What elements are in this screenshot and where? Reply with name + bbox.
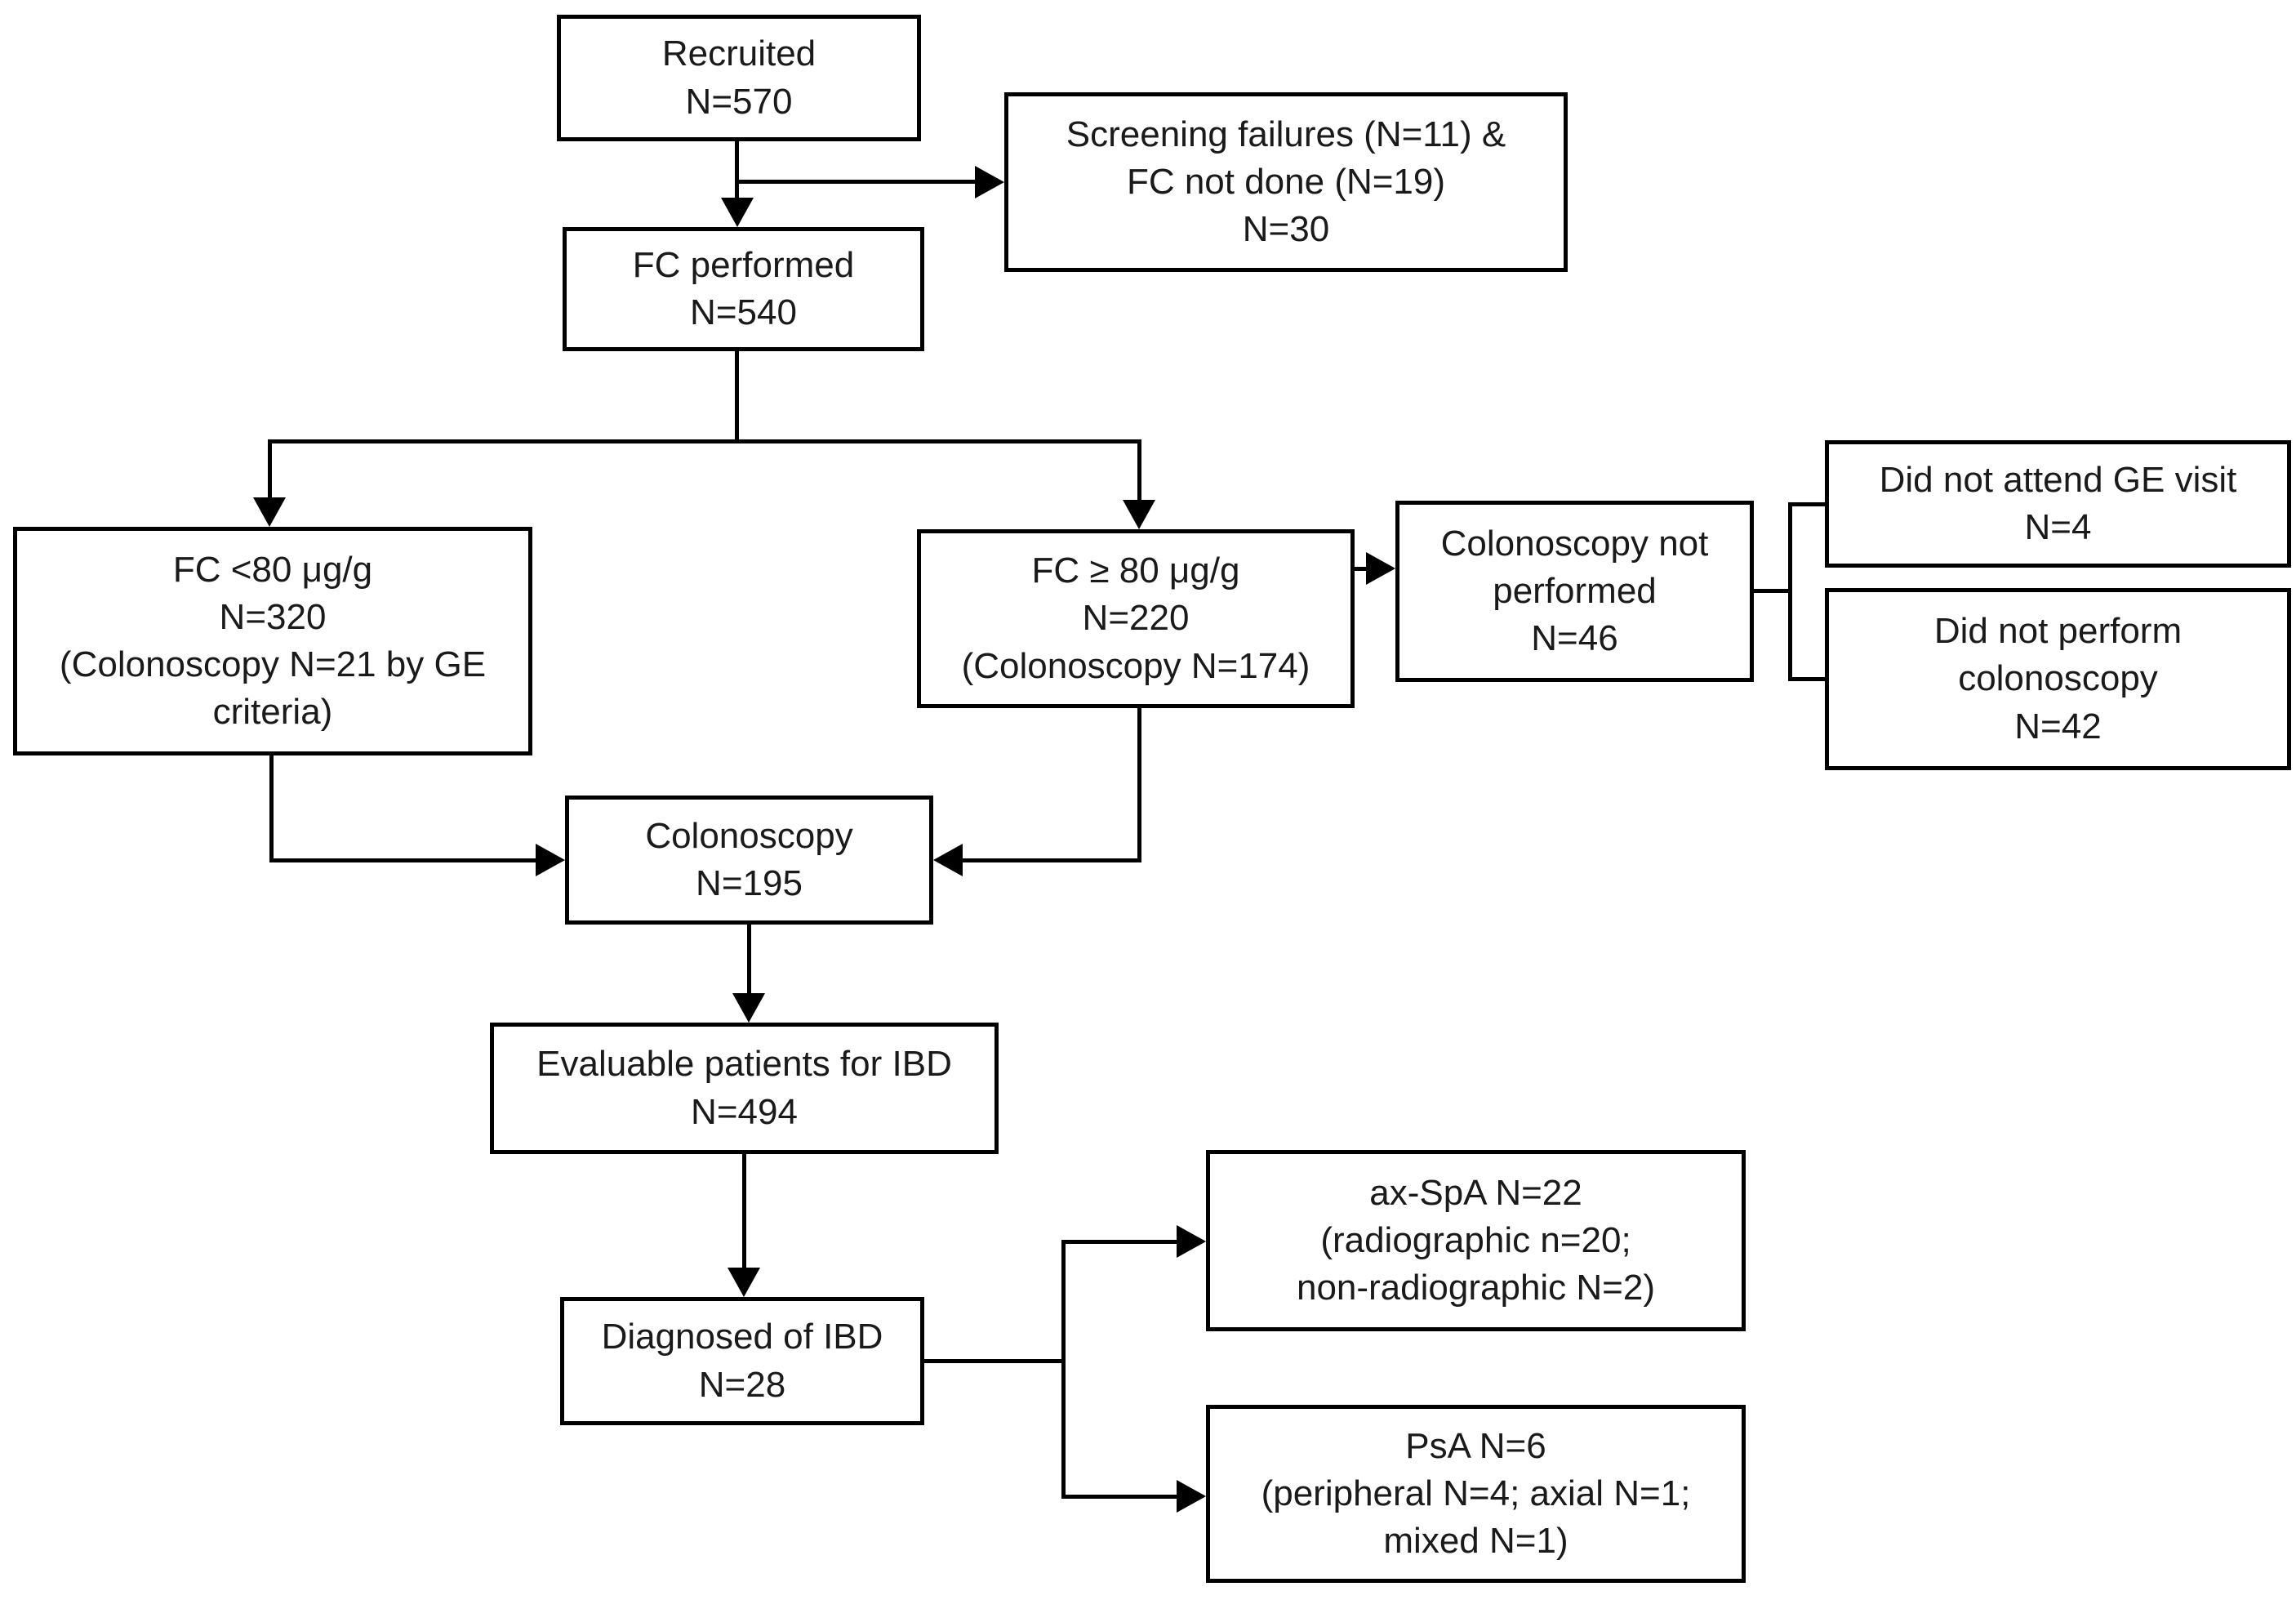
connector-fc-high-to-colonoscopy-not-performed — [1355, 567, 1369, 571]
connector-split-to-fc-low — [268, 439, 272, 501]
connector-bracket-to-no-colonoscopy — [1788, 677, 1825, 681]
arrowhead-into-screening-failures — [975, 166, 1004, 198]
node-fc-80-or-above: FC ≥ 80 μg/g N=220 (Colonoscopy N=174) — [917, 529, 1355, 708]
node-diagnosed-ibd: Diagnosed of IBD N=28 — [560, 1297, 924, 1425]
connector-evaluable-to-diagnosed — [742, 1154, 746, 1268]
node-did-not-perform-colonoscopy: Did not perform colonoscopy N=42 — [1825, 588, 2291, 770]
node-fc-performed: FC performed N=540 — [563, 227, 924, 351]
arrowhead-into-fc-performed — [721, 198, 754, 227]
connector-to-screening-failures — [737, 180, 975, 184]
node-fc-below-80: FC <80 μg/g N=320 (Colonoscopy N=21 by G… — [13, 527, 532, 755]
arrowhead-into-colonoscopy-right — [933, 844, 963, 876]
node-screening-failures: Screening failures (N=11) & FC not done … — [1004, 92, 1568, 272]
arrowhead-into-diagnosed — [728, 1268, 760, 1297]
connector-fc-performed-down — [735, 351, 739, 443]
connector-bracket-to-ax-spa — [1061, 1240, 1177, 1244]
connector-colonoscopy-to-evaluable — [747, 925, 751, 993]
bracket-spine-reasons — [1788, 502, 1792, 681]
connector-colonot-to-bracket — [1754, 589, 1791, 593]
arrowhead-into-colonoscopy-not-performed — [1366, 552, 1395, 585]
node-evaluable-patients-ibd: Evaluable patients for IBD N=494 — [490, 1023, 999, 1154]
connector-bracket-to-psa — [1061, 1495, 1177, 1499]
arrowhead-into-fc-low — [253, 497, 286, 527]
bracket-spine-diagnosis — [1061, 1240, 1066, 1499]
connector-fc-low-down — [269, 755, 274, 862]
arrowhead-into-psa — [1177, 1480, 1206, 1513]
arrowhead-into-colonoscopy-left — [536, 844, 565, 876]
connector-recruited-to-fc-performed — [735, 141, 739, 201]
connector-fc-high-to-colonoscopy — [963, 858, 1141, 862]
node-colonoscopy-not-performed: Colonoscopy not performed N=46 — [1395, 501, 1754, 682]
node-recruited: Recruited N=570 — [557, 15, 921, 141]
node-ax-spa: ax-SpA N=22 (radiographic n=20; non-radi… — [1206, 1150, 1746, 1331]
node-colonoscopy: Colonoscopy N=195 — [565, 796, 933, 925]
arrowhead-into-evaluable — [732, 993, 765, 1023]
arrowhead-into-fc-high — [1123, 500, 1155, 529]
connector-split-to-fc-high — [1137, 439, 1141, 503]
node-did-not-attend-ge-visit: Did not attend GE visit N=4 — [1825, 440, 2291, 568]
connector-diagnosed-to-bracket — [924, 1359, 1066, 1363]
connector-bracket-to-no-ge-visit — [1788, 502, 1825, 506]
connector-fc-high-down — [1137, 708, 1141, 862]
connector-split-bar — [268, 439, 1141, 443]
arrowhead-into-ax-spa — [1177, 1225, 1206, 1258]
node-psa: PsA N=6 (peripheral N=4; axial N=1; mixe… — [1206, 1405, 1746, 1583]
connector-fc-low-to-colonoscopy — [269, 858, 536, 862]
